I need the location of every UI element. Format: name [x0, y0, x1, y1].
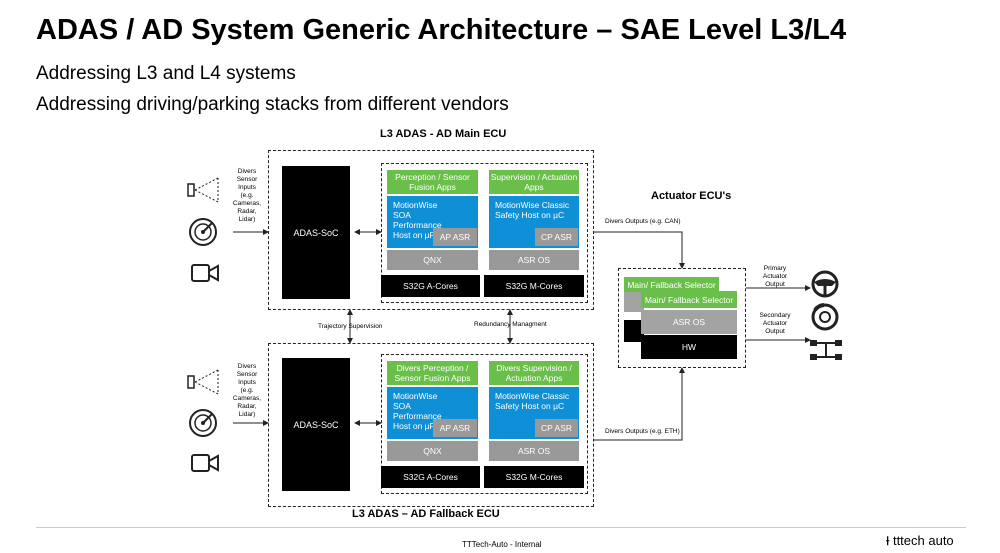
footer-classification: TTTech-Auto - Internal: [462, 540, 542, 549]
main-classic-host-text: MotionWise Classic Safety Host on µC: [495, 200, 570, 220]
main-ecu-frame: [268, 150, 594, 310]
fallback-qnx: QNX: [387, 441, 478, 461]
fallback-a-cores: S32G A-Cores: [381, 466, 480, 488]
secondary-output-text: Secondary Actuator Output: [759, 312, 791, 335]
fallback-asr-os: ASR OS: [489, 441, 579, 461]
main-ap-asr: AP ASR: [433, 228, 477, 246]
main-a-cores: S32G A-Cores: [381, 275, 480, 297]
main-adas-soc: ADAS-SoC: [282, 166, 350, 299]
radar-sensor-icon: [189, 218, 217, 246]
actuator-selector-2: Main/ Fallback Selector: [641, 291, 737, 308]
actuator-asr-os: ASR OS: [641, 310, 737, 334]
drivetrain-icon: [810, 340, 842, 360]
fallback-perception-app: Divers Perception / Sensor Fusion Apps: [387, 361, 478, 385]
actuator-selector-1: Main/ Fallback Selector: [624, 277, 719, 292]
fallback-m-cores: S32G M-Cores: [484, 466, 584, 488]
tttech-logo-text: tttech auto: [892, 533, 954, 548]
fallback-ecu-label: L3 ADAS – AD Fallback ECU: [352, 508, 500, 520]
fallback-supervision-app: Divers Supervision / Actuation Apps: [489, 361, 579, 385]
actuator-frame: [618, 268, 746, 368]
fallback-camera-sensor-icon: [191, 454, 219, 472]
actuator-hw: HW: [641, 335, 737, 359]
main-qnx: QNX: [387, 250, 478, 270]
fallback-ap-asr: AP ASR: [433, 419, 477, 437]
redundancy-label: Redundancy Managment: [474, 321, 547, 328]
fallback-soa-host-text: MotionWise SOA Performance Host on µP: [393, 391, 442, 431]
primary-output-text: Primary Actuator Output: [762, 265, 788, 288]
fallback-sensor-text: Divers Sensor Inputs (e.g. Cameras, Rada…: [232, 363, 262, 418]
brake-disc-icon: [811, 303, 839, 331]
fallback-lidar-sensor-icon: [187, 369, 219, 395]
main-stack-frame: [381, 163, 588, 303]
tttech-logo: ⟊ tttech auto: [886, 533, 954, 549]
main-perception-app: Perception / Sensor Fusion Apps: [387, 170, 478, 194]
tttech-logo-mark: ⟊: [886, 533, 890, 548]
fallback-classic-host-text: MotionWise Classic Safety Host on µC: [495, 391, 570, 411]
fallback-ecu-frame: [268, 343, 594, 507]
main-m-cores: S32G M-Cores: [484, 275, 584, 297]
actuator-back-layer: [624, 292, 644, 312]
camera-sensor-icon: [191, 264, 219, 282]
fallback-radar-sensor-icon: [189, 409, 217, 437]
lidar-sensor-icon: [187, 177, 219, 203]
main-asr-os: ASR OS: [489, 250, 579, 270]
fallback-stack-frame: [381, 354, 588, 494]
slide-subtitle-2: Addressing driving/parking stacks from d…: [36, 94, 509, 115]
actuator-title: Actuator ECU's: [651, 190, 732, 202]
trajectory-supervision-label: Trajectory Supervision: [318, 323, 383, 330]
fallback-output-text: Divers Outputs (e.g. ETH): [605, 428, 680, 435]
main-soa-host-text: MotionWise SOA Performance Host on µP: [393, 200, 442, 240]
steering-wheel-icon: [811, 270, 839, 298]
slide-subtitle-1: Addressing L3 and L4 systems: [36, 63, 296, 84]
main-supervision-app: Supervision / Actuation Apps: [489, 170, 579, 194]
actuator-back-hw: [624, 320, 644, 342]
main-cp-asr: CP ASR: [535, 228, 578, 246]
main-ecu-label: L3 ADAS - AD Main ECU: [380, 128, 507, 140]
footer-divider: [36, 527, 966, 528]
fallback-adas-soc: ADAS-SoC: [282, 358, 350, 491]
slide-title: ADAS / AD System Generic Architecture – …: [36, 14, 847, 46]
main-sensor-text: Divers Sensor Inputs (e.g. Cameras, Rada…: [232, 168, 262, 223]
fallback-cp-asr: CP ASR: [535, 419, 578, 437]
main-output-text: Divers Outputs (e.g. CAN): [605, 218, 681, 225]
